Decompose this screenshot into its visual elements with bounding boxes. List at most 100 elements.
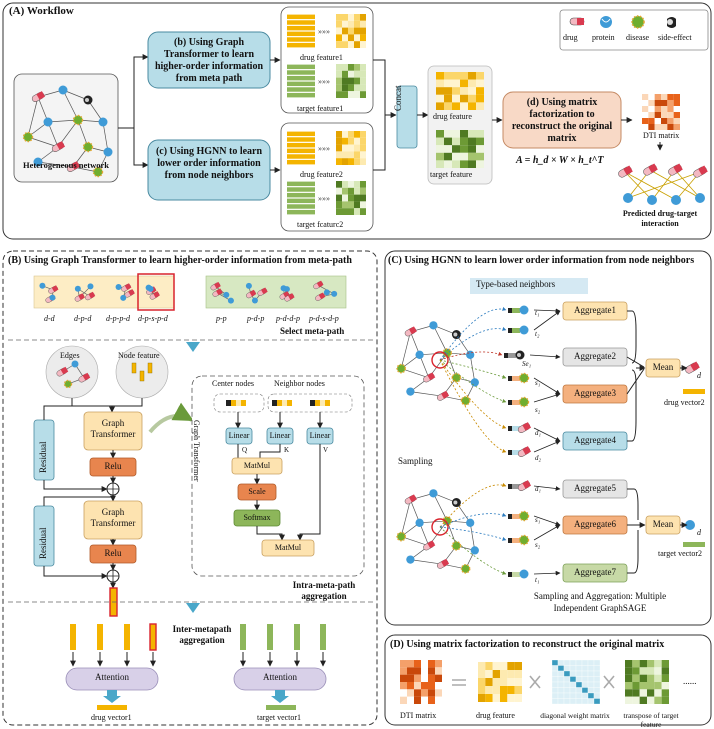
- protein-node: [252, 298, 258, 304]
- matrix-cell: [444, 130, 452, 138]
- matrix-cell: [436, 87, 444, 95]
- matrix-cell: [354, 138, 360, 145]
- panel-d-diag-label: diagonal weight matrix: [540, 711, 610, 720]
- matrix-cell: [360, 208, 366, 215]
- matrix-cell: [655, 112, 661, 118]
- node-feature-label: Node feature: [118, 351, 160, 360]
- diag-cell: [552, 693, 558, 699]
- aggregate3-text: Aggregate3: [563, 388, 627, 398]
- matrix-cell: [428, 689, 435, 696]
- attention-drug-text: Attention: [66, 672, 158, 682]
- matrix-cell: [354, 201, 360, 208]
- matrix-cell: [640, 660, 647, 667]
- diag-cell: [576, 671, 582, 677]
- matrix-cell: [348, 41, 354, 48]
- diag-cell: [582, 693, 588, 699]
- disease-node: [397, 364, 405, 372]
- drug-metapath-vector: [124, 624, 130, 650]
- drug-vector1-label: drug vector1: [91, 713, 132, 722]
- matrix-cell: [661, 118, 667, 124]
- diag-cell: [570, 699, 576, 705]
- matrix-cell: [336, 91, 342, 98]
- matrix-cell: [348, 158, 354, 165]
- matrix-cell: [478, 686, 485, 694]
- type-based-label: Type-based neighbors: [476, 279, 555, 289]
- matrix-cell: [407, 689, 414, 696]
- matrix-cell: [647, 682, 654, 689]
- mp-d-p-s-p-d: d-p-s-p-d: [138, 314, 168, 323]
- matrix-cell: [667, 100, 673, 106]
- matrix-cell: [642, 112, 648, 118]
- matrix-cell: [342, 41, 348, 48]
- feature-stripe: [287, 26, 315, 30]
- matrix-cell: [348, 188, 354, 195]
- protein-node: [331, 291, 337, 297]
- seq-cell: [508, 353, 512, 358]
- protein-node: [471, 378, 479, 386]
- matrix-cell: [360, 14, 366, 21]
- drug-metapath-vector: [70, 624, 76, 650]
- matrix-cell: [662, 667, 669, 674]
- matrix-cell: [348, 64, 354, 71]
- matrix-cell: [400, 682, 407, 689]
- seq-cell: [508, 328, 512, 333]
- matrix-cell: [667, 118, 673, 124]
- matrix-cell: [360, 64, 366, 71]
- disease-node: [74, 116, 83, 125]
- chevrons-4: »»»: [318, 194, 330, 203]
- matrix-cell: [468, 95, 476, 103]
- protein-node: [116, 284, 122, 290]
- disease-node: [65, 381, 72, 388]
- legend-protein: protein: [592, 33, 615, 42]
- matrix-cell: [348, 151, 354, 158]
- matrix-cell: [468, 138, 476, 146]
- chevrons-2: »»»: [318, 77, 330, 86]
- protein-node: [406, 555, 414, 563]
- seq-cell: [508, 426, 512, 431]
- matrix-cell: [667, 94, 673, 100]
- matrix-cell: [515, 670, 522, 678]
- matrix-cell: [648, 118, 654, 124]
- matrix-cell: [468, 87, 476, 95]
- drug-feature2-label: drug feature2: [300, 170, 343, 179]
- protein-node: [39, 283, 45, 289]
- matrix-cell: [354, 151, 360, 158]
- sampling-label: Sampling: [398, 456, 433, 466]
- matrix-cell: [436, 102, 444, 110]
- drug-feature1-label: drug feature1: [300, 53, 343, 62]
- vector-cell: [320, 400, 325, 406]
- matrix-cell: [354, 64, 360, 71]
- protein-node: [324, 289, 330, 295]
- panel-d-drug-label: drug feature: [476, 711, 515, 720]
- matrix-cell: [452, 80, 460, 88]
- relu1-text: Relu: [90, 461, 136, 471]
- diag-cell: [588, 660, 594, 666]
- diag-cell: [558, 688, 564, 694]
- legend-box: [560, 10, 708, 50]
- center-nodes-label: Center nodes: [212, 379, 254, 388]
- matrix-cell: [354, 41, 360, 48]
- diag-cell: [582, 677, 588, 683]
- matrix-cell: [407, 675, 414, 682]
- matrix-cell: [460, 145, 468, 153]
- target-metapath-vector: [294, 624, 300, 650]
- matrix-cell: [436, 95, 444, 103]
- matrix-cell: [336, 28, 342, 35]
- nl-d2: d₂: [535, 454, 541, 462]
- diag-cell: [558, 693, 564, 699]
- matrix-cell: [476, 138, 484, 146]
- diag-cell: [558, 699, 564, 705]
- matrix-cell: [444, 102, 452, 110]
- matrix-cell: [336, 14, 342, 21]
- nl-d1: d₁: [535, 429, 541, 437]
- matrix-cell: [428, 675, 435, 682]
- mp-p-p: p-p: [216, 314, 227, 323]
- matrix-cell: [476, 87, 484, 95]
- matrix-cell: [360, 28, 366, 35]
- protein-node: [49, 295, 55, 301]
- matrix-cell: [648, 94, 654, 100]
- gt1-text: Graph Transformer: [85, 418, 141, 440]
- matrix-cell: [476, 102, 484, 110]
- disease-icon: [632, 16, 644, 28]
- box-b-text: (b) Using Graph Transformer to learn hig…: [150, 37, 268, 85]
